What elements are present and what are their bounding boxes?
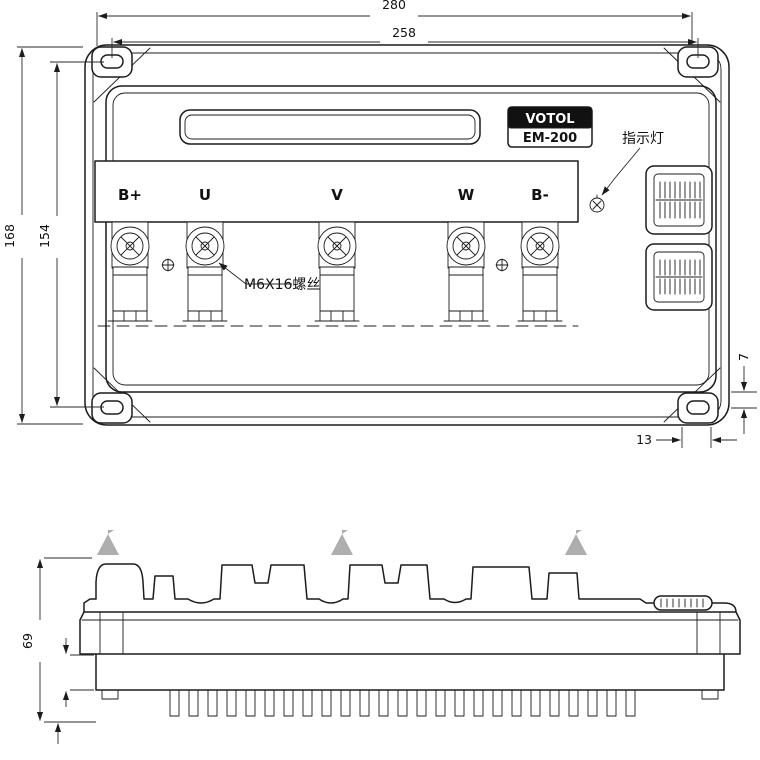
small-screw-mark xyxy=(161,258,175,272)
terminal-label-v: V xyxy=(331,186,343,204)
enclosure-inner-edge xyxy=(92,52,722,418)
dimension-tab-offset: 13 xyxy=(636,427,737,448)
side-lower-body xyxy=(95,653,725,691)
screw-callout: M6X16螺丝 xyxy=(218,262,320,293)
terminal-bolt-v xyxy=(314,221,360,322)
side-foot-right xyxy=(701,689,719,700)
dimension-lower-body xyxy=(62,638,94,707)
dimension-overall-width: 280 xyxy=(96,0,693,46)
indicator-callout: 指示灯 xyxy=(601,131,664,196)
mounting-slot xyxy=(100,400,124,415)
terminal-labels: B+ U V W B- xyxy=(118,186,549,204)
model-name: EM-200 xyxy=(523,131,577,146)
side-foot-left xyxy=(101,689,119,700)
side-body-band xyxy=(79,611,741,655)
face-panel xyxy=(105,85,717,393)
dim-text-69: 69 xyxy=(20,633,35,649)
dim-text-154: 154 xyxy=(37,224,52,248)
side-view xyxy=(79,563,741,717)
terminal-bolt-bminus xyxy=(517,221,563,322)
dimensions-side-view: 69 xyxy=(20,557,96,744)
dimension-mount-width: 258 xyxy=(111,25,699,58)
brand-name: VOTOL xyxy=(525,112,574,127)
terminal-bolt-w xyxy=(443,221,489,322)
screw-callout-text: M6X16螺丝 xyxy=(244,277,320,293)
dim-text-258: 258 xyxy=(392,25,416,40)
dimension-overall-height: 168 xyxy=(2,46,83,425)
heatsink-top-profile xyxy=(83,563,737,613)
indicator-callout-text: 指示灯 xyxy=(622,131,664,147)
indicator-light xyxy=(589,194,605,213)
brand-badge-top xyxy=(507,106,593,129)
screw-leader-line xyxy=(218,262,292,285)
dimension-edge-offset: 7 xyxy=(731,353,757,434)
brand-badge: VOTOL EM-200 xyxy=(507,106,593,148)
top-view: VOTOL EM-200 B+ U V W B- xyxy=(84,44,730,426)
dimension-side-height: 69 xyxy=(20,557,96,723)
dim-text-280: 280 xyxy=(382,0,406,12)
label-recess xyxy=(179,109,481,145)
mounting-slot xyxy=(686,400,710,415)
terminal-label-w: W xyxy=(458,186,475,204)
side-connector-knob xyxy=(653,595,713,611)
terminal-label-bplus: B+ xyxy=(118,186,142,204)
dim-text-168: 168 xyxy=(2,224,17,248)
terminal-label-u: U xyxy=(199,186,211,204)
dim-text-13: 13 xyxy=(636,432,652,447)
terminal-label-bminus: B- xyxy=(531,186,549,204)
terminal-strip xyxy=(94,160,579,223)
enclosure-outline xyxy=(84,44,730,426)
small-screw-mark xyxy=(495,258,509,272)
dim-text-7: 7 xyxy=(736,353,751,361)
terminal-assemblies xyxy=(97,221,579,327)
connector-port-upper xyxy=(645,165,713,235)
indicator-leader-line xyxy=(601,147,641,196)
dimensions-top-view: 280 258 168 154 7 xyxy=(2,0,757,448)
dimension-mount-height: 154 xyxy=(37,61,104,408)
heatsink-fins xyxy=(169,689,636,717)
terminal-bolt-bplus xyxy=(107,221,153,322)
connector-port-lower xyxy=(645,243,713,311)
terminal-bolt-u xyxy=(182,221,228,322)
